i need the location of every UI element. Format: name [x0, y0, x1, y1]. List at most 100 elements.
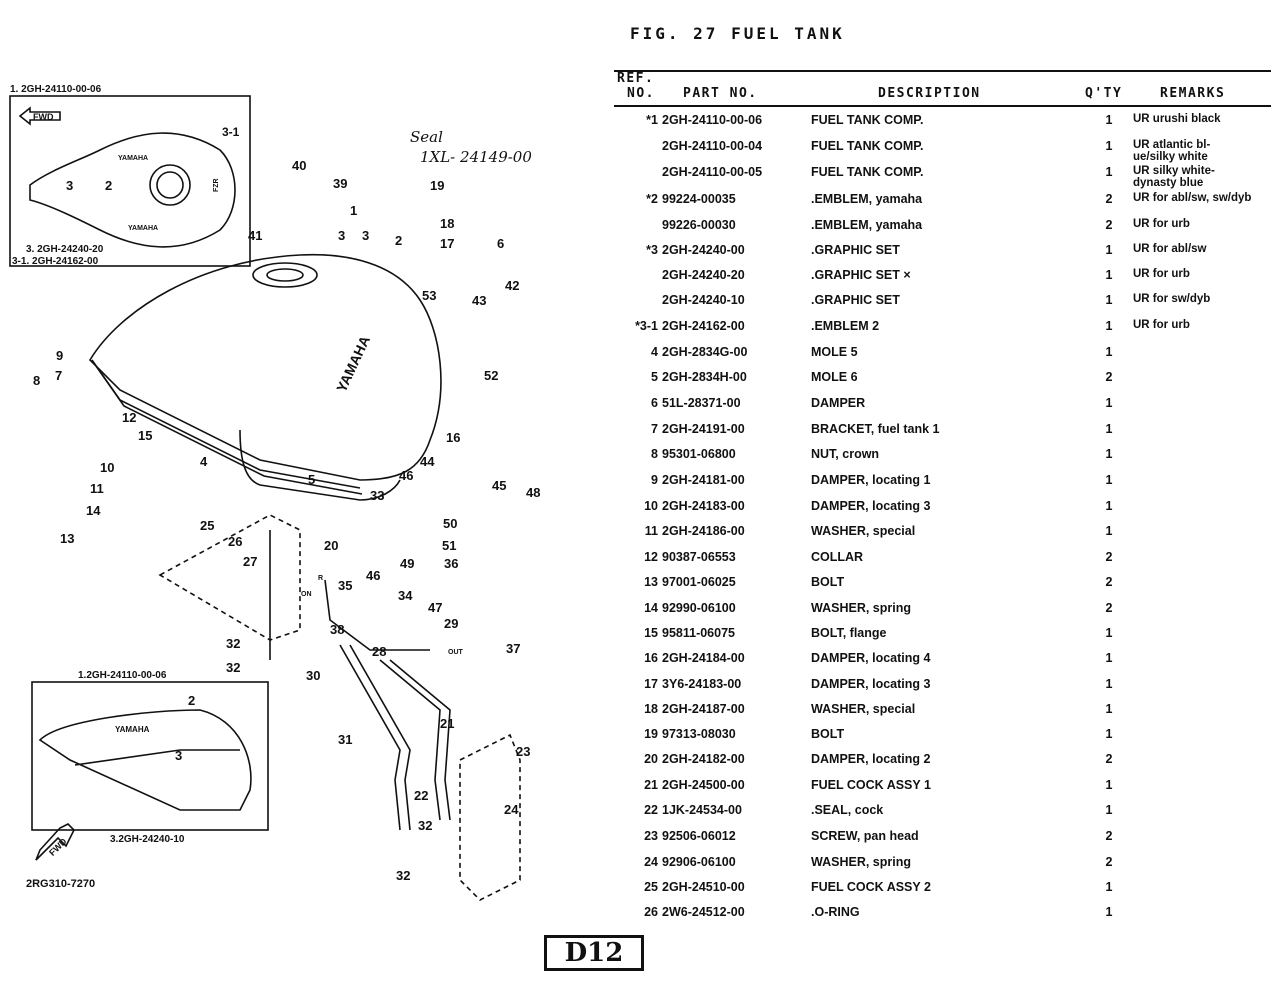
- qty-cell: 1: [1105, 626, 1113, 640]
- ref-cell: 19: [644, 727, 658, 741]
- flow-label-r: R: [318, 575, 323, 582]
- header-part-no: PART NO.: [683, 86, 758, 101]
- ref-cell: 4: [651, 345, 658, 359]
- part-no-cell: 99224-00035: [662, 192, 736, 206]
- description-cell: WASHER, special: [811, 524, 916, 538]
- qty-cell: 1: [1105, 345, 1113, 359]
- qty-cell: 2: [1105, 370, 1113, 384]
- ref-cell: *2: [646, 192, 658, 206]
- qty-cell: 1: [1105, 677, 1113, 691]
- remarks-cell: UR silky white- dynasty blue: [1133, 165, 1215, 189]
- callout-23: 23: [516, 744, 530, 759]
- inset-top-label-3-1: 3-1: [222, 125, 240, 139]
- callout-49: 49: [400, 556, 414, 571]
- part-no-cell: 92906-06100: [662, 855, 736, 869]
- part-no-cell: 99226-00030: [662, 218, 736, 232]
- part-no-cell: 2GH-24182-00: [662, 752, 745, 766]
- callout-32: 32: [396, 868, 410, 883]
- qty-cell: 1: [1105, 293, 1113, 307]
- callout-7: 7: [55, 368, 62, 383]
- callout-50: 50: [443, 516, 457, 531]
- description-cell: DAMPER, locating 3: [811, 677, 931, 691]
- header-ref-bottom: NO.: [627, 86, 655, 101]
- header-ref-top: REF.: [617, 71, 655, 86]
- part-no-cell: 2GH-24183-00: [662, 499, 745, 513]
- part-no-cell: 97313-08030: [662, 727, 736, 741]
- flow-label-out: OUT: [448, 649, 464, 656]
- ref-cell: 15: [644, 626, 658, 640]
- callout-45: 45: [492, 478, 506, 493]
- qty-cell: 1: [1105, 803, 1113, 817]
- callout-29: 29: [444, 616, 458, 631]
- callout-17: 17: [440, 236, 454, 251]
- part-no-cell: 92506-06012: [662, 829, 736, 843]
- callout-35: 35: [338, 578, 352, 593]
- inset-top-caption-2: 3-1. 2GH-24162-00: [12, 256, 99, 267]
- callout-27: 27: [243, 554, 257, 569]
- description-cell: .GRAPHIC SET: [811, 293, 900, 307]
- fuel-cock-1-box: [459, 733, 521, 901]
- remarks-cell: UR for sw/dyb: [1133, 293, 1211, 305]
- inset-top-emblem-lower: YAMAHA: [128, 225, 158, 232]
- description-cell: BOLT: [811, 575, 845, 589]
- inset-top-label-3: 3: [66, 178, 73, 193]
- callout-38: 38: [330, 622, 344, 637]
- description-cell: .GRAPHIC SET: [811, 243, 900, 257]
- callout-46: 46: [366, 568, 380, 583]
- description-cell: .GRAPHIC SET ×: [811, 268, 911, 282]
- inset-bottom-label-3: 3: [175, 748, 182, 763]
- part-no-cell: 2GH-24110-00-04: [662, 139, 763, 153]
- table-row: 2GH-24240-10 .GRAPHIC SET 1 UR for sw/dyb: [614, 293, 1271, 318]
- remarks-cell: UR atlantic bl- ue/silky white: [1133, 139, 1211, 163]
- header-qty: Q'TY: [1085, 86, 1123, 101]
- remarks-cell: UR urushi black: [1133, 113, 1221, 125]
- qty-cell: 2: [1105, 601, 1113, 615]
- description-cell: DAMPER, locating 4: [811, 651, 931, 665]
- remarks-cell: UR for urb: [1133, 218, 1190, 230]
- part-no-cell: 2GH-24187-00: [662, 702, 745, 716]
- part-no-cell: 2GH-24191-00: [662, 422, 745, 436]
- part-no-cell: 2GH-24240-10: [662, 293, 745, 307]
- qty-cell: 1: [1105, 905, 1113, 919]
- ref-cell: *3: [646, 243, 658, 257]
- ref-cell: 23: [644, 829, 658, 843]
- ref-cell: 21: [644, 778, 658, 792]
- description-cell: COLLAR: [811, 550, 864, 564]
- ref-cell: 11: [644, 524, 658, 538]
- part-no-cell: 1JK-24534-00: [662, 803, 742, 817]
- tank-emblem: YAMAHA: [333, 333, 373, 394]
- part-no-cell: 2GH-24240-00: [662, 243, 745, 257]
- ref-cell: 17: [644, 677, 658, 691]
- callout-44: 44: [420, 454, 435, 469]
- description-cell: MOLE 6: [811, 370, 858, 384]
- callout-1: 1: [350, 203, 357, 218]
- description-cell: DAMPER, locating 3: [811, 499, 931, 513]
- description-cell: BOLT: [811, 727, 845, 741]
- inset-top-label-2: 2: [105, 178, 112, 193]
- ref-cell: 5: [651, 370, 658, 384]
- callout-31: 31: [338, 732, 352, 747]
- callout-3: 3: [338, 228, 345, 243]
- description-cell: BOLT, flange: [811, 626, 887, 640]
- description-cell: WASHER, special: [811, 702, 916, 716]
- description-cell: .EMBLEM, yamaha: [811, 218, 923, 232]
- callout-18: 18: [440, 216, 454, 231]
- part-no-cell: 2GH-24186-00: [662, 524, 745, 538]
- description-cell: FUEL COCK ASSY 2: [811, 880, 931, 894]
- qty-cell: 2: [1105, 575, 1113, 589]
- description-cell: DAMPER, locating 2: [811, 752, 931, 766]
- part-no-cell: 2GH-24110-00-05: [662, 165, 763, 179]
- description-cell: .EMBLEM, yamaha: [811, 192, 923, 206]
- callout-46: 46: [399, 468, 413, 483]
